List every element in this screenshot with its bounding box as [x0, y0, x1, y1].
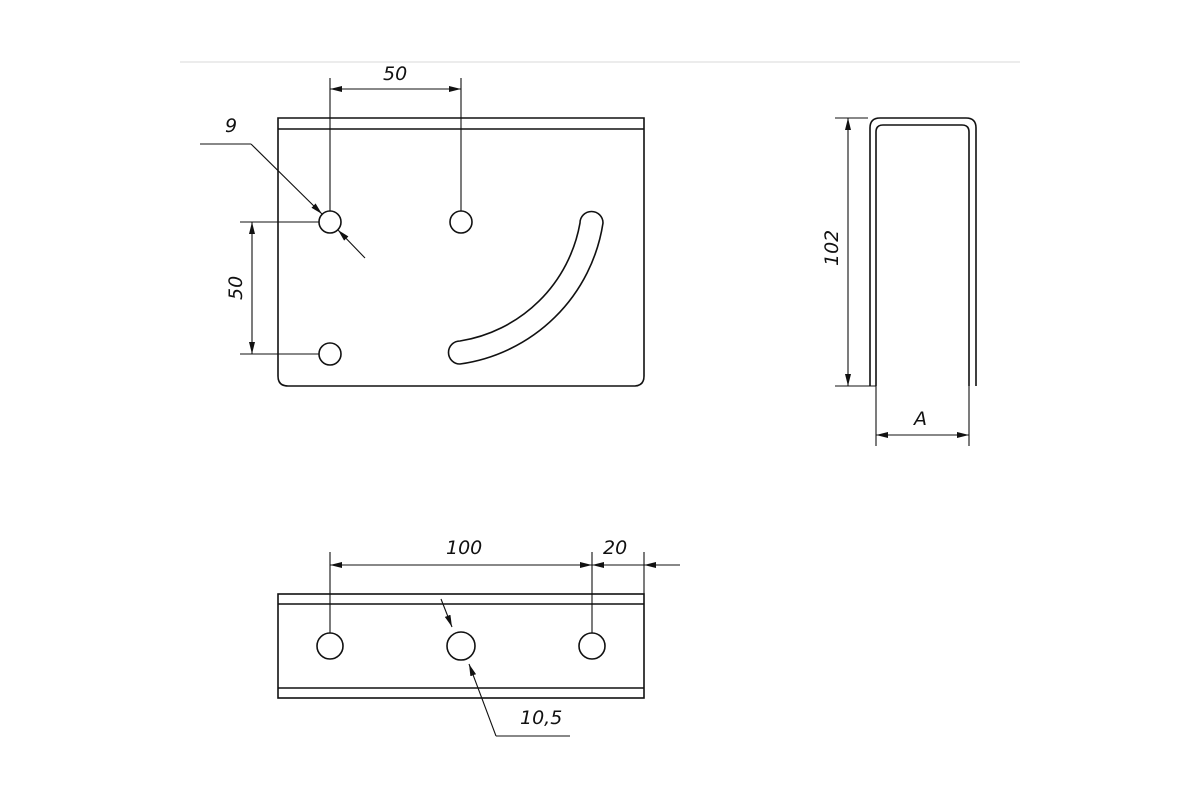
hole-top-left	[318, 210, 342, 234]
dim-label-side-a: A	[912, 408, 927, 430]
dim-label-diameter-9: 9	[225, 115, 237, 137]
side-channel-outer	[869, 117, 977, 386]
dim-label-top-50: 50	[383, 63, 407, 85]
leader-line-9-tail	[337, 229, 366, 259]
dim-label-bottom-20: 20	[603, 537, 627, 559]
dim-label-bottom-100: 100	[446, 537, 482, 559]
front-view: 50 9 50	[200, 63, 645, 387]
hole-bottom-view-left	[316, 632, 344, 660]
side-view: 102 A	[821, 117, 977, 446]
hole-bottom-left	[318, 342, 342, 366]
bottom-view: 100 20 10,5	[277, 537, 680, 737]
side-channel-inner	[875, 124, 970, 386]
hole-bottom-view-right	[578, 632, 606, 660]
dim-label-side-102: 102	[821, 230, 843, 266]
bottom-plate-outline	[277, 593, 645, 699]
hole-bottom-view-center	[446, 631, 476, 661]
leader-line-9	[250, 143, 323, 215]
front-plate-outline	[277, 117, 645, 387]
leader-line-10-5	[468, 663, 497, 737]
dim-label-left-50: 50	[225, 276, 247, 300]
dim-label-diameter-10-5: 10,5	[520, 707, 562, 729]
curved-slot	[447, 210, 604, 365]
hole-top-right	[449, 210, 473, 234]
leader-line-10-5-top	[440, 598, 453, 628]
